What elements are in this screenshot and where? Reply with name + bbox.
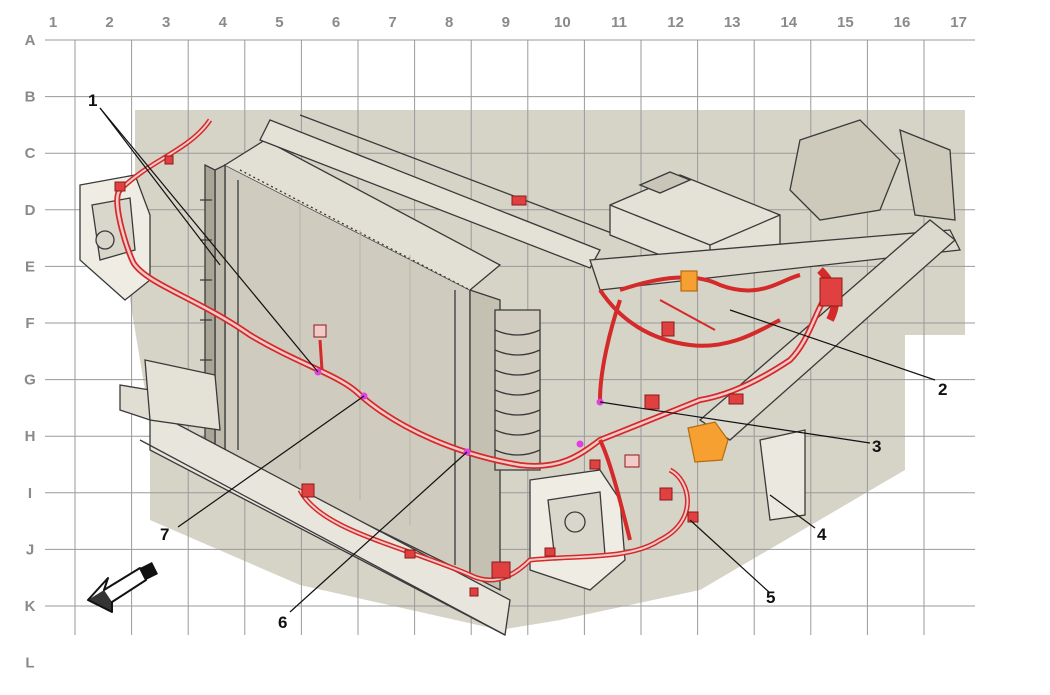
callout-1: 1 bbox=[88, 91, 97, 110]
callout-3: 3 bbox=[872, 437, 881, 456]
leader-lines bbox=[99, 107, 936, 613]
grid-row-label: G bbox=[24, 372, 36, 389]
grid-column-label: 12 bbox=[667, 14, 684, 31]
grid-column-label: 2 bbox=[105, 14, 113, 31]
grid-column-label: 5 bbox=[275, 14, 283, 31]
ground-points bbox=[314, 368, 604, 456]
grid-row-label: B bbox=[25, 89, 36, 106]
callout-4: 4 bbox=[817, 525, 827, 544]
grid-row-label: F bbox=[25, 315, 34, 332]
grid-column-label: 15 bbox=[837, 14, 854, 31]
grid-column-label: 1 bbox=[49, 14, 57, 31]
grid-column-label: 8 bbox=[445, 14, 453, 31]
grid-row-label: L bbox=[25, 655, 34, 672]
front-direction-arrow-icon bbox=[87, 562, 158, 613]
grid-column-label: 14 bbox=[780, 14, 797, 31]
radiator bbox=[214, 139, 502, 592]
connectors bbox=[114, 155, 843, 597]
orange-connector-upper bbox=[680, 270, 698, 292]
callout-5: 5 bbox=[766, 588, 775, 607]
grid-column-label: 16 bbox=[894, 14, 911, 31]
callout-2: 2 bbox=[938, 380, 947, 399]
grid-row-label: C bbox=[25, 145, 36, 162]
shock-spring bbox=[494, 309, 541, 471]
grid-row-label: H bbox=[25, 428, 36, 445]
mechanical-outlines bbox=[79, 114, 961, 637]
grid-row-label: D bbox=[25, 202, 36, 219]
grid-row-label: K bbox=[25, 598, 36, 615]
grid-column-label: 3 bbox=[162, 14, 170, 31]
grid-row-label: A bbox=[25, 32, 36, 49]
highlighted-connectors bbox=[680, 270, 729, 463]
callout-6: 6 bbox=[278, 613, 287, 632]
grid-column-label: 9 bbox=[502, 14, 510, 31]
callout-7: 7 bbox=[160, 525, 169, 544]
grid-row-label: E bbox=[25, 258, 35, 275]
callout-labels: 1 2 3 4 5 6 7 bbox=[88, 91, 947, 632]
grid-column-label: 4 bbox=[219, 14, 228, 31]
grid-row-label: J bbox=[26, 541, 34, 558]
grid-column-label: 10 bbox=[554, 14, 571, 31]
grid-column-label: 7 bbox=[388, 14, 396, 31]
grid-column-label: 11 bbox=[611, 14, 627, 31]
grid-column-label: 17 bbox=[950, 14, 967, 31]
grid-row-label: I bbox=[28, 485, 32, 502]
orange-connector-module bbox=[687, 421, 729, 463]
grid-column-label: 6 bbox=[332, 14, 340, 31]
wiring-harness bbox=[114, 118, 840, 583]
grid-column-label: 13 bbox=[724, 14, 741, 31]
